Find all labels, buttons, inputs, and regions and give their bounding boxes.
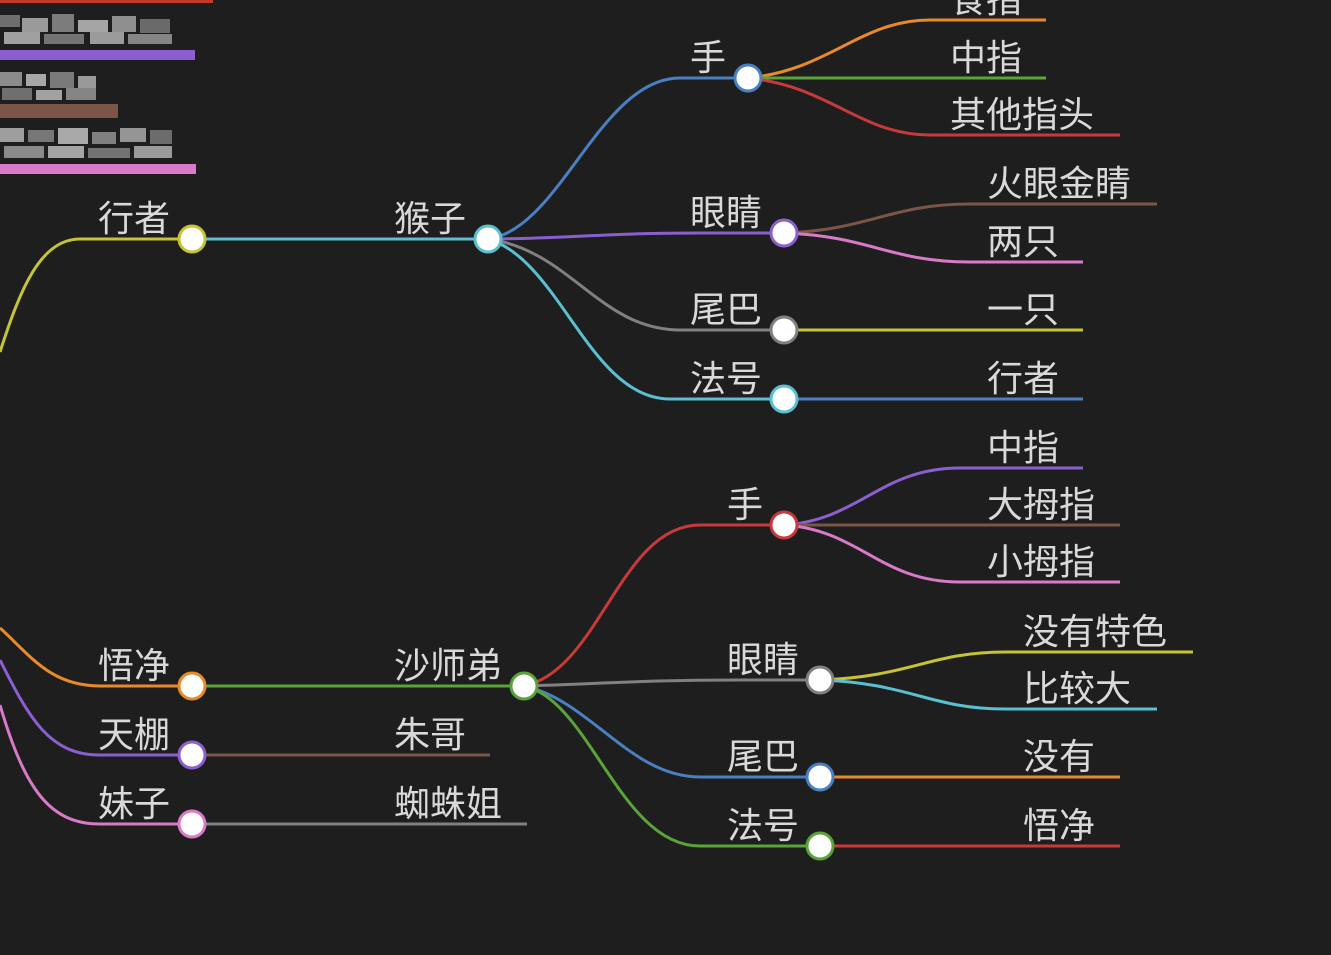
blurred-underline [0, 0, 213, 3]
label-shashidi-yanjing[interactable]: 眼睛 [727, 640, 799, 681]
blurred-items [0, 0, 213, 174]
label-houzi-fahao[interactable]: 法号 [690, 359, 762, 400]
label-shashidi[interactable]: 沙师弟 [394, 646, 502, 687]
blurred-item-1[interactable] [0, 0, 213, 3]
edge-shashidi-weiba [523, 684, 820, 779]
edge-shou-qita [747, 76, 1120, 137]
blurred-underline [0, 104, 118, 118]
edge-root-b3 [0, 659, 192, 757]
label-shou2-zhongzhi[interactable]: 中指 [987, 428, 1059, 469]
node-houzi[interactable] [473, 224, 503, 254]
edge-yanjing2-bijiaoda [819, 678, 1157, 711]
blurred-text [0, 128, 172, 158]
label-bijiaoda[interactable]: 比较大 [1023, 669, 1131, 710]
edge-shashidi-yanjing [523, 678, 820, 688]
blurred-item-4[interactable] [0, 128, 196, 174]
label-houzi-shou[interactable]: 手 [690, 38, 726, 79]
label-shashidi-weiba[interactable]: 尾巴 [727, 737, 799, 778]
node-wujing[interactable] [177, 671, 207, 701]
label-shizhi[interactable]: 食指 [950, 0, 1022, 21]
label-shashidi-fahao[interactable]: 法号 [727, 806, 799, 847]
node-shashidi-yanjing[interactable] [805, 665, 835, 695]
edge-yanjing-liangzhi [783, 231, 1083, 264]
edge-shou-shizhi [747, 18, 1046, 80]
edge-shashidi-shou [523, 523, 784, 688]
label-shashidi-shou[interactable]: 手 [727, 485, 763, 526]
node-shashidi-shou[interactable] [769, 510, 799, 540]
node-houzi-yanjing[interactable] [769, 218, 799, 248]
node-xingzhe[interactable] [177, 224, 207, 254]
label-zhizhujie[interactable]: 蜘蛛姐 [394, 784, 502, 825]
node-shashidi-weiba[interactable] [805, 762, 835, 792]
label-zhuge[interactable]: 朱哥 [394, 715, 466, 756]
label-wujing[interactable]: 悟净 [98, 646, 170, 687]
blurred-text [0, 72, 96, 100]
edge-root-b2 [0, 626, 192, 688]
edge-shou2-zhongzhi [783, 466, 1083, 527]
edge-yanjing2-meiyoutese [819, 650, 1193, 682]
label-houzi-yanjing[interactable]: 眼睛 [690, 193, 762, 234]
blurred-text [0, 14, 172, 44]
root-edges [0, 237, 192, 826]
node-houzi-weiba[interactable] [769, 315, 799, 345]
label-zhongzhi[interactable]: 中指 [950, 38, 1022, 79]
labels: 行者 猴子 手 眼睛 尾巴 法号 食指 中指 其他指头 火眼金睛 两只 一只 行… [98, 0, 1167, 847]
label-fahao-xingzhe[interactable]: 行者 [987, 359, 1059, 400]
label-meizi[interactable]: 妹子 [98, 784, 170, 825]
node-houzi-shou[interactable] [733, 63, 763, 93]
blurred-underline [0, 50, 195, 60]
node-meizi[interactable] [177, 809, 207, 839]
label-houzi-weiba[interactable]: 尾巴 [690, 290, 762, 331]
edge-root-b1 [0, 237, 192, 353]
label-meiyou[interactable]: 没有 [1023, 737, 1095, 778]
edge-houzi-weiba [487, 237, 784, 332]
node-shashidi-fahao[interactable] [805, 831, 835, 861]
edge-shashidi-fahao [523, 684, 820, 848]
label-damuzhi[interactable]: 大拇指 [987, 485, 1095, 526]
label-yizhi[interactable]: 一只 [987, 290, 1059, 331]
branch-wujing [192, 466, 1193, 848]
label-liangzhi[interactable]: 两只 [987, 222, 1059, 263]
edge-houzi-shou [487, 76, 748, 241]
nodes [177, 63, 835, 861]
node-houzi-fahao[interactable] [769, 384, 799, 414]
node-shashidi[interactable] [509, 671, 539, 701]
label-tianpeng[interactable]: 天棚 [98, 715, 170, 756]
label-xingzhe[interactable]: 行者 [98, 199, 170, 240]
blurred-item-2[interactable] [0, 14, 195, 60]
label-fahao2-wujing[interactable]: 悟净 [1023, 806, 1095, 847]
edge-shou2-xiaomuzhi [783, 523, 1120, 584]
label-qitazhitou[interactable]: 其他指头 [950, 95, 1094, 136]
label-huoyanjinjing[interactable]: 火眼金睛 [987, 164, 1131, 205]
label-xiaomuzhi[interactable]: 小拇指 [987, 542, 1095, 583]
label-meiyoutese[interactable]: 没有特色 [1023, 612, 1167, 653]
edge-root-b4 [0, 704, 192, 826]
blurred-underline [0, 164, 196, 174]
node-tianpeng[interactable] [177, 740, 207, 770]
blurred-item-3[interactable] [0, 72, 118, 118]
edge-houzi-yanjing [487, 231, 784, 241]
label-houzi[interactable]: 猴子 [394, 199, 466, 240]
branch-xingzhe [192, 18, 1157, 401]
edge-houzi-fahao [487, 237, 784, 401]
edge-yanjing-huoyan [783, 202, 1157, 235]
